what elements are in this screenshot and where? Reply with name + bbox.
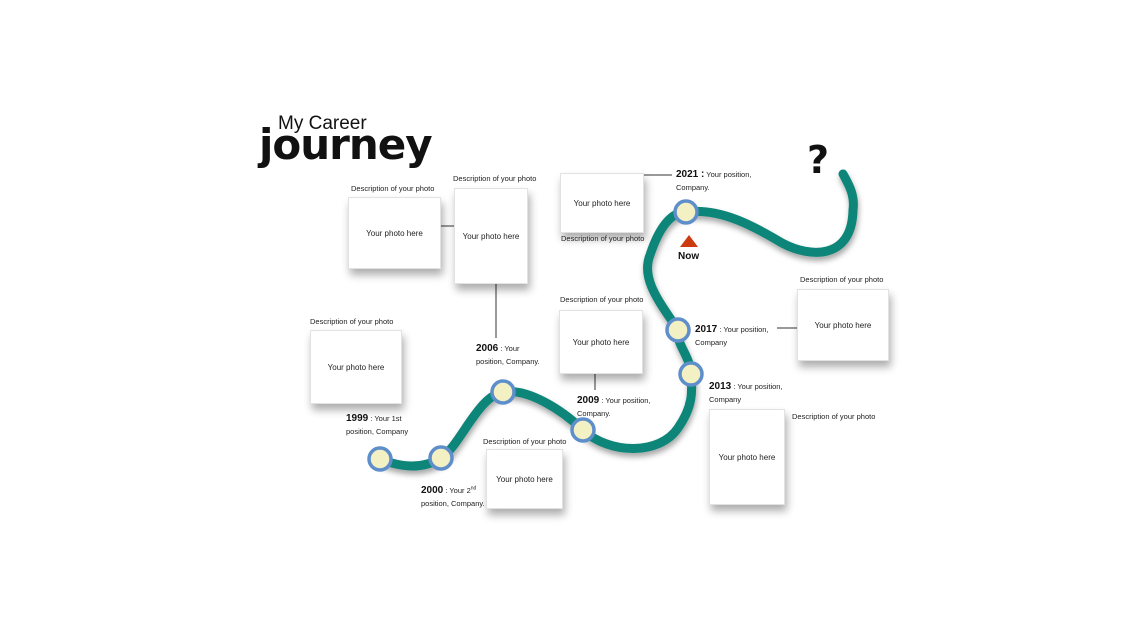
photo-label: Your photo here: [496, 474, 553, 484]
photo-placeholder: Your photo here: [709, 409, 785, 505]
photo-placeholder: Your photo here: [454, 188, 528, 284]
milestone-text: Company: [709, 394, 742, 404]
node-2021: [673, 199, 699, 225]
milestone-text: : Your position,: [599, 396, 651, 405]
milestone-year: 2017: [695, 324, 718, 335]
photo-placeholder: Your photo here: [559, 310, 643, 374]
milestone-text: position, Company: [346, 426, 409, 436]
photo-label: Your photo here: [366, 228, 423, 238]
milestone-text: position, Company.: [421, 498, 485, 508]
photo-label: Your photo here: [572, 337, 630, 347]
node-2009: [570, 417, 596, 443]
photo-description: Description of your photo: [560, 295, 644, 304]
photo-description: Description of your photo: [483, 437, 567, 446]
title-line1: My Career: [278, 113, 367, 134]
photo-description: Description of your photo: [800, 275, 884, 284]
title-line2: journey: [259, 120, 433, 169]
milestone-year: 2006: [476, 343, 499, 354]
node-2013: [678, 361, 704, 387]
milestone-text: : Your 2: [443, 486, 471, 495]
now-marker-triangle: [680, 235, 698, 247]
milestone-year: 1999: [346, 413, 369, 424]
photo-label: Your photo here: [573, 198, 631, 208]
milestone-2000: 2000 : Your 2nd position, Company.: [421, 484, 485, 509]
question-mark: ?: [807, 138, 830, 182]
milestone-text: : Your 1st: [368, 414, 402, 423]
milestone-text: Company: [695, 337, 728, 347]
photo-description: Description of your photo: [453, 174, 537, 183]
connector-lines: [440, 174, 797, 390]
milestone-2017: 2017 : Your position, Company: [695, 323, 769, 348]
milestone-2006: 2006 : Your position, Company.: [476, 342, 540, 367]
node-2006: [490, 379, 516, 405]
photo-label: Your photo here: [718, 452, 776, 462]
milestone-year: 2000: [421, 485, 444, 496]
node-1999: [367, 446, 393, 472]
milestone-2013: 2013 : Your position, Company: [709, 380, 783, 405]
milestone-year: 2013: [709, 381, 732, 392]
photo-placeholder: Your photo here: [486, 449, 563, 509]
milestone-2009: 2009 : Your position, Company.: [577, 394, 651, 419]
photo-description: Description of your photo: [351, 184, 435, 193]
node-2000: [428, 445, 454, 471]
milestone-text: : Your: [498, 344, 520, 353]
milestone-year: 2009: [577, 395, 600, 406]
photo-label: Your photo here: [462, 231, 520, 241]
now-label: Now: [678, 251, 700, 262]
photo-description: Description of your photo: [561, 234, 645, 243]
milestone-1999: 1999 : Your 1st position, Company: [346, 412, 408, 437]
milestone-text: Your position,: [704, 170, 752, 179]
milestone-text: Company.: [577, 408, 611, 418]
photo-placeholder: Your photo here: [560, 173, 644, 233]
photo-placeholder: Your photo here: [310, 330, 402, 404]
photo-description: Description of your photo: [792, 412, 876, 421]
milestone-nodes: [367, 199, 704, 472]
photo-label: Your photo here: [327, 362, 385, 372]
milestone-text: position, Company.: [476, 356, 540, 366]
node-2017: [665, 317, 691, 343]
milestone-text: : Your position,: [731, 382, 783, 391]
photo-description: Description of your photo: [310, 317, 394, 326]
photo-label: Your photo here: [814, 320, 872, 330]
milestone-text: Company.: [676, 182, 710, 192]
milestone-year: 2021 :: [676, 169, 705, 180]
milestone-text: : Your position,: [717, 325, 769, 334]
milestone-2021: 2021 : Your position, Company.: [676, 168, 751, 193]
photo-placeholder: Your photo here: [797, 289, 889, 361]
photo-placeholder: Your photo here: [348, 197, 441, 269]
milestone-superscript: nd: [470, 485, 477, 492]
